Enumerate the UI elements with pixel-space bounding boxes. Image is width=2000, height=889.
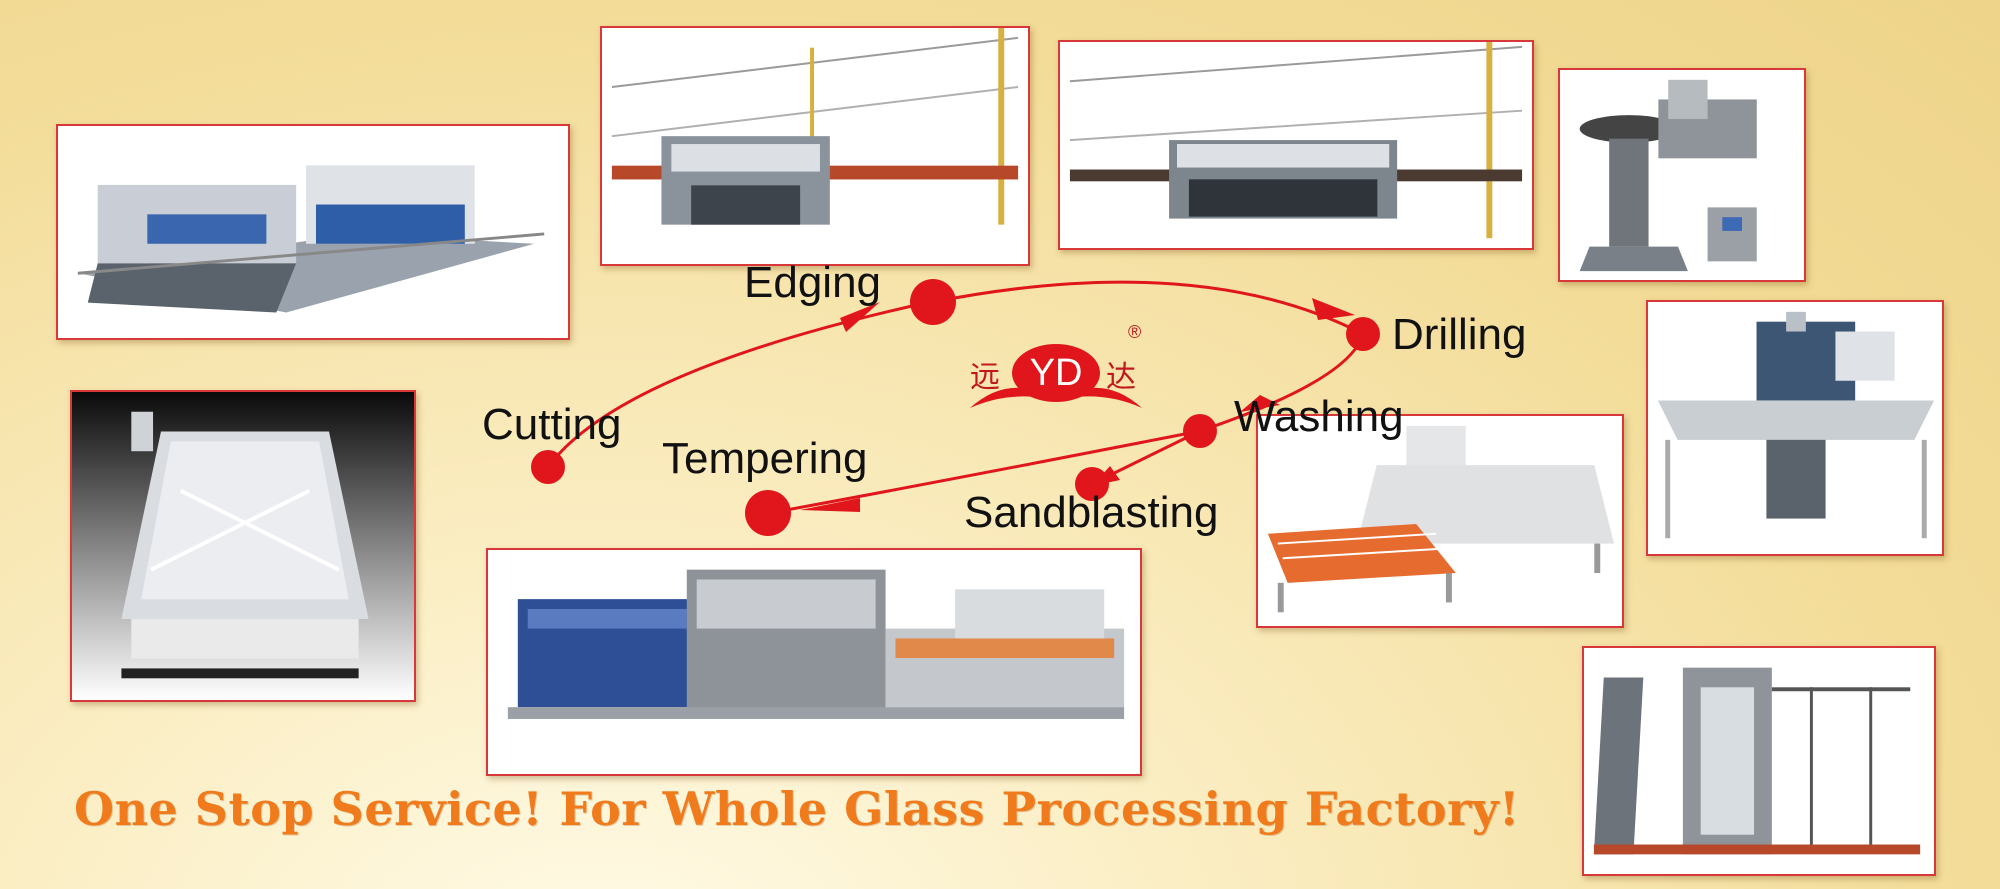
step-label-tempering: Tempering [662,434,868,483]
logo-chinese-left: 远 [970,360,1000,395]
flow-node-edging [910,279,956,325]
flow-line-edging-to-drilling [932,280,1364,336]
flow-node-cutting [531,450,565,484]
flow-arrow-to-tempering [800,498,860,512]
registered-mark: ® [1128,322,1142,342]
drilling-machine-photo [1558,68,1806,282]
company-logo: YD [1012,344,1100,402]
double-edging-machine-photo [56,124,570,340]
glass-edging-machine-photo [1058,40,1534,250]
glass-washing-machine-photo [1256,414,1624,628]
straight-line-edging-machine-photo [600,26,1030,266]
flow-arrow-to-sandblasting [1092,466,1120,486]
flow-node-washing [1183,414,1217,448]
logo-chinese-right: 达 [1106,360,1136,395]
step-label-washing: Washing [1234,392,1404,441]
sandblasting-machine-photo [1646,300,1944,556]
insulating-glass-washing-machine-photo [1582,646,1936,876]
glass-tempering-furnace-photo [486,548,1142,776]
step-label-cutting: Cutting [482,400,622,449]
flow-node-drilling [1346,317,1380,351]
step-label-edging: Edging [744,258,882,307]
flow-arrow-to-drilling [1312,298,1355,320]
slogan: One Stop Service! For Whole Glass Proces… [74,782,1520,836]
step-label-drilling: Drilling [1392,310,1527,359]
step-label-sandblasting: Sandblasting [964,488,1219,537]
flow-node-tempering [745,490,791,536]
flow-line-washing-to-sandblasting [1091,429,1201,486]
cutting-table-photo [70,390,416,702]
